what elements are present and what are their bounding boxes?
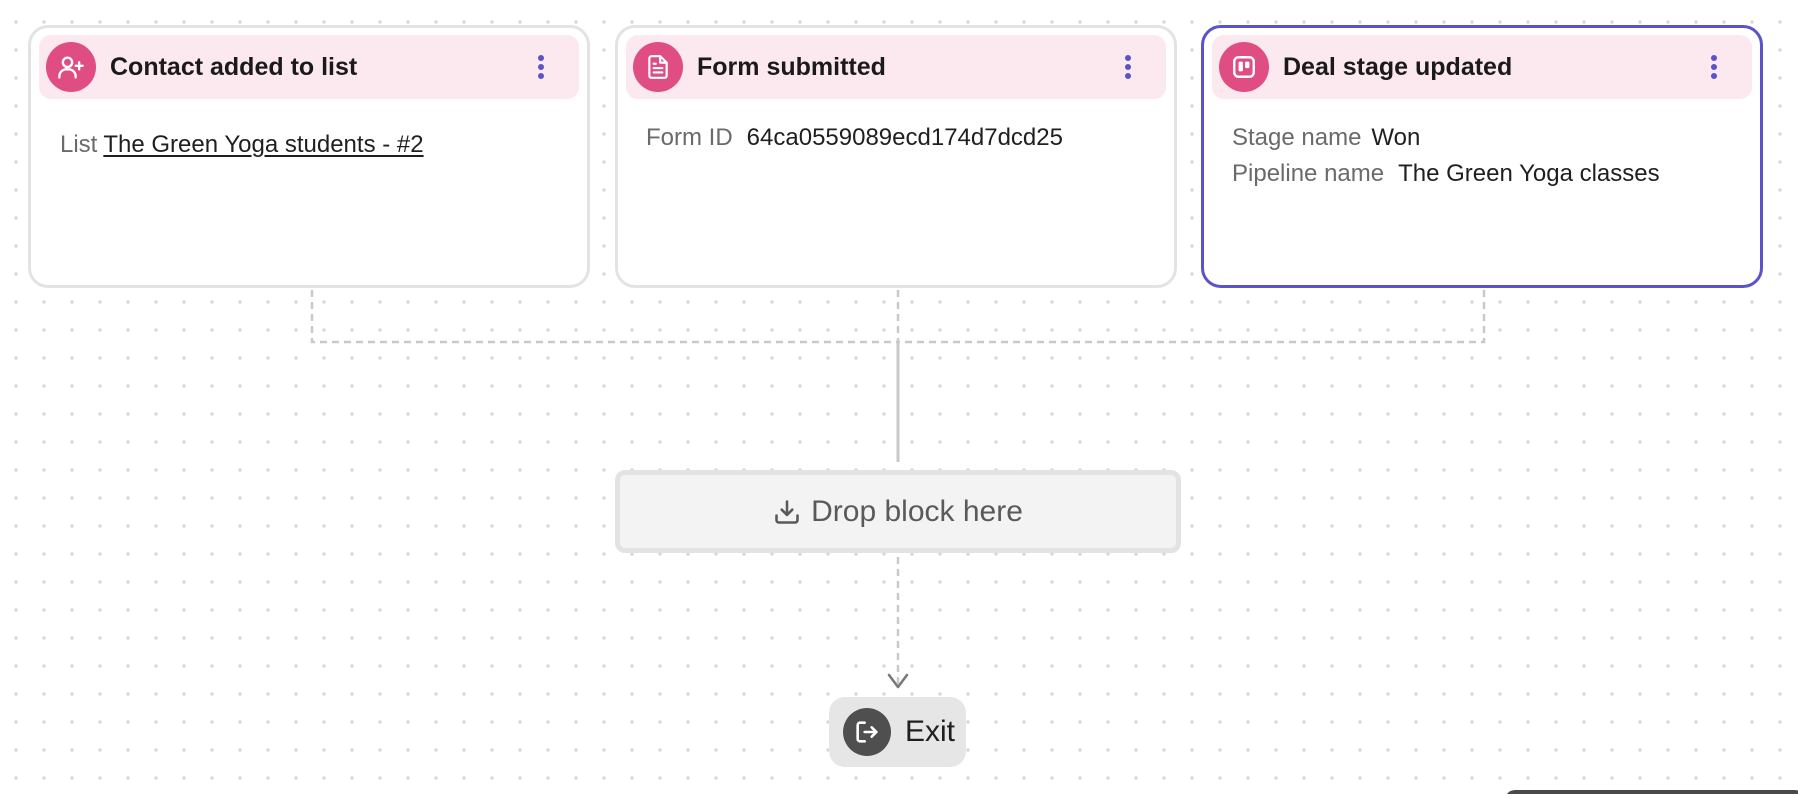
connector-arrowhead — [887, 673, 909, 689]
document-icon — [633, 42, 683, 92]
card-title: Contact added to list — [110, 52, 358, 81]
card-body: Form ID 64ca0559089ecd174d7dcd25 — [646, 120, 1154, 156]
field-value: 64ca0559089ecd174d7dcd25 — [746, 124, 1063, 151]
card-menu-button[interactable] — [1694, 42, 1734, 92]
kanban-board-icon — [1219, 42, 1269, 92]
card-menu-button[interactable] — [1108, 42, 1148, 92]
drop-block-zone[interactable]: Drop block here — [615, 470, 1181, 553]
trigger-card-deal-stage-updated[interactable]: Deal stage updated Stage name Won Pipelin… — [1201, 25, 1763, 288]
connector-card-1 — [310, 290, 898, 344]
card-header: Form submitted — [626, 35, 1166, 99]
user-plus-icon — [46, 42, 96, 92]
field-label: List — [60, 131, 98, 158]
card-title: Deal stage updated — [1283, 52, 1513, 81]
bottom-panel-edge — [1505, 790, 1798, 794]
card-header: Deal stage updated — [1212, 35, 1752, 99]
card-header: Contact added to list — [39, 35, 579, 99]
exit-door-icon — [843, 708, 891, 756]
field-row: Stage name Won — [1232, 120, 1740, 156]
list-link[interactable]: The Green Yoga students - #2 — [103, 131, 424, 158]
exit-label: Exit — [905, 715, 956, 748]
download-tray-icon — [775, 499, 799, 524]
drop-zone-label: Drop block here — [811, 494, 1023, 528]
field-value: The Green Yoga classes — [1398, 160, 1660, 187]
vertical-dots-icon — [1711, 55, 1717, 79]
field-row: Form ID 64ca0559089ecd174d7dcd25 — [646, 120, 1154, 156]
connector-card-3 — [898, 290, 1486, 344]
card-body: Stage name Won Pipeline name The Green Yog… — [1232, 120, 1740, 192]
exit-node[interactable]: Exit — [829, 697, 966, 767]
trigger-card-form-submitted[interactable]: Form submitted Form ID 64ca0559089ecd174d… — [615, 25, 1177, 288]
field-label: Pipeline name — [1232, 160, 1385, 187]
field-value: Won — [1371, 124, 1421, 151]
field-row: Pipeline name The Green Yoga classes — [1232, 156, 1740, 192]
vertical-dots-icon — [538, 55, 544, 79]
field-label: Stage name — [1232, 124, 1362, 151]
vertical-dots-icon — [1125, 55, 1131, 79]
card-title: Form submitted — [697, 52, 886, 81]
field-label: Form ID — [646, 124, 733, 151]
card-menu-button[interactable] — [521, 42, 561, 92]
